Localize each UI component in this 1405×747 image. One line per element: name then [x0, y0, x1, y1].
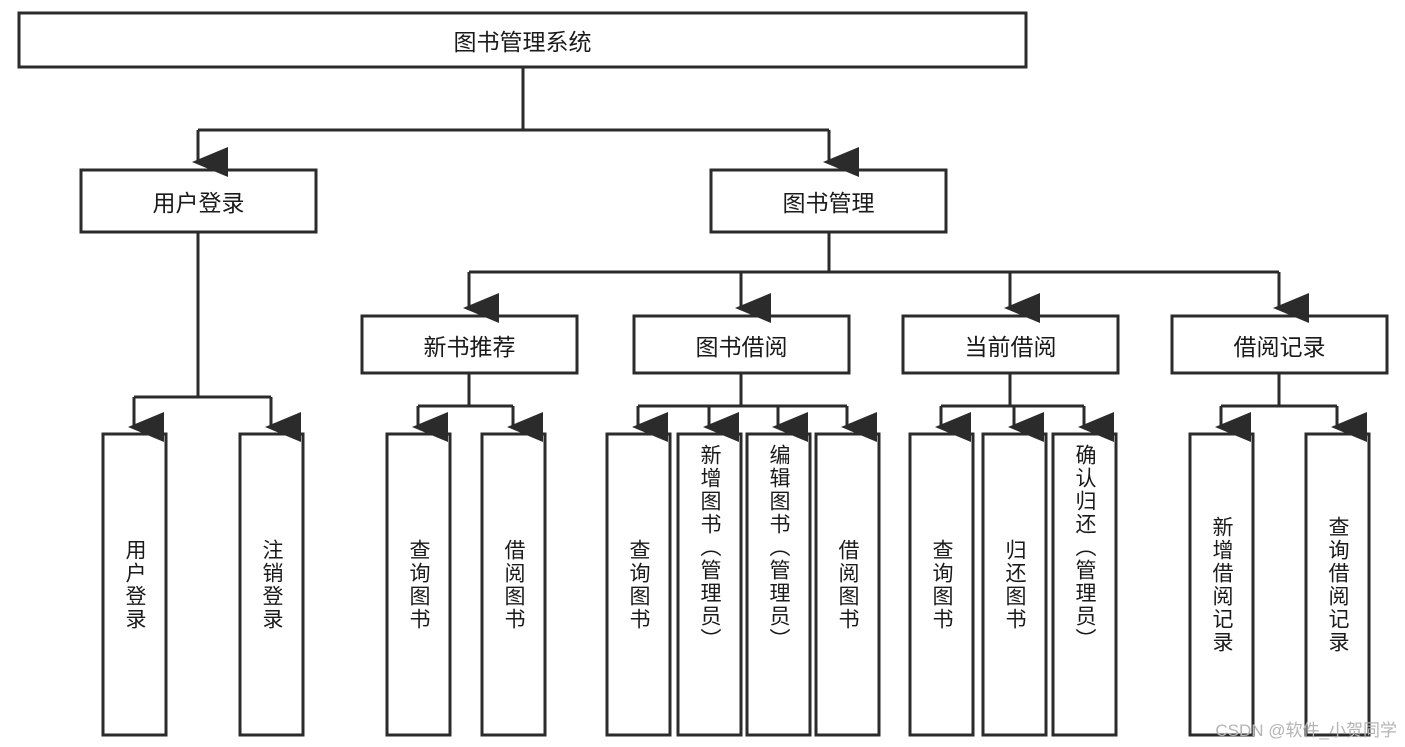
node-box-book-borrow[interactable]: [632, 314, 851, 375]
node-box-leaf-query-borrow-record[interactable]: [1304, 432, 1371, 737]
node-box-user-login[interactable]: [79, 168, 318, 234]
node-box-leaf-borrow-book-1[interactable]: [480, 432, 547, 737]
node-box-leaf-user-login[interactable]: [101, 432, 168, 737]
node-box-leaf-user-logout[interactable]: [238, 432, 305, 737]
node-box-leaf-edit-book-admin[interactable]: [745, 432, 812, 737]
node-box-leaf-return-book[interactable]: [981, 432, 1048, 737]
node-box-borrow-record[interactable]: [1170, 314, 1389, 375]
watermark-text: CSDN @软件_小贺同学: [1215, 721, 1397, 740]
node-box-leaf-query-book-1[interactable]: [385, 432, 452, 737]
node-box-leaf-add-book-admin[interactable]: [676, 432, 743, 737]
node-box-leaf-confirm-return-admin[interactable]: [1051, 432, 1118, 737]
node-box-leaf-add-borrow-record[interactable]: [1188, 432, 1255, 737]
node-box-book-manage[interactable]: [709, 168, 948, 234]
node-box-leaf-query-book-2[interactable]: [605, 432, 672, 737]
node-box-current-borrow[interactable]: [901, 314, 1120, 375]
node-box-leaf-borrow-book-2[interactable]: [814, 432, 881, 737]
node-box-leaf-query-book-3[interactable]: [908, 432, 975, 737]
node-box-new-book-recommend[interactable]: [360, 314, 579, 375]
node-box-root[interactable]: [17, 11, 1028, 69]
